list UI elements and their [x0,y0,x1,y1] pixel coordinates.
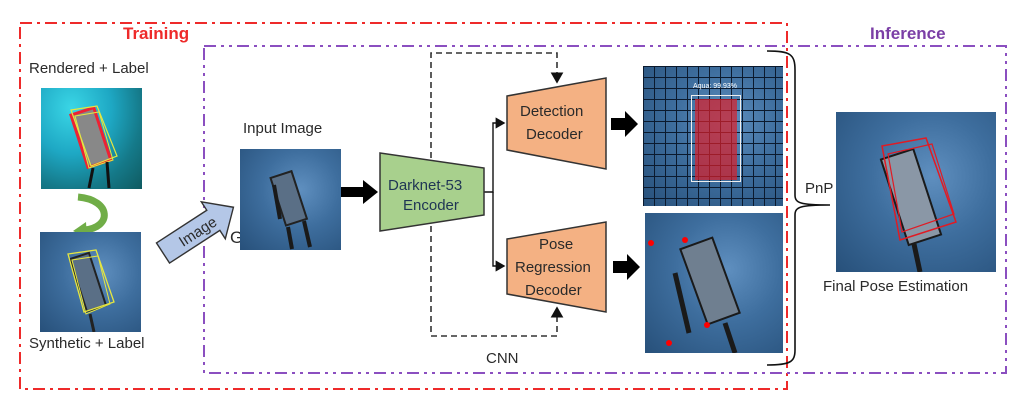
training-title: Training [123,24,190,43]
darknet-encoder-block [379,152,485,232]
final-pose-box-overlay [879,137,957,272]
rendered-robot-overlay [69,105,118,189]
synthetic-image [40,232,141,332]
cnn-label: CNN [486,350,519,367]
detection-decoder-line1: Detection [520,103,584,120]
synthetic-label: Synthetic + Label [29,335,145,352]
pose-decoder-line1: Pose [539,236,574,253]
input-image-label: Input Image [243,120,323,137]
pnp-brace [766,50,831,366]
detection-box-label: Aqua: 99.93% [693,83,737,90]
detection-bounding-box [691,95,741,182]
pose-keypoints-overlay [648,236,741,353]
input-to-encoder-arrow [340,180,378,204]
rendered-label: Rendered + Label [29,60,149,77]
generator-arrow [77,193,108,234]
pose-decoder-block [506,221,607,313]
detection-decoder-block [506,77,607,170]
pose-decoder-line3: Decoder [525,282,582,299]
detection-output-image: Aqua: 99.93% [643,66,783,206]
skip-connection-bottom [430,226,564,337]
generator-label: G [230,228,244,247]
input-robot-overlay [269,169,312,250]
pose-output-image [645,213,783,353]
skip-connection-top [430,52,564,158]
detection-to-output-arrow [611,111,638,137]
input-image [240,149,341,250]
final-pose-image [836,112,996,272]
encoder-line1: Darknet-53 [388,177,463,194]
detection-decoder-line2: Decoder [526,126,583,143]
rendered-image [41,88,142,189]
training-section-border [19,22,788,390]
pose-to-output-arrow [613,254,640,280]
detection-mask [695,99,737,180]
encoder-to-pose-connector [492,192,506,272]
pnp-label: PnP [805,180,834,197]
pose-decoder-line2: Regression [515,259,591,276]
inference-section-border [203,45,1007,374]
inference-title: Inference [870,24,946,43]
encoder-to-detection-connector [484,117,506,193]
encoder-line2: Encoder [403,197,459,214]
synthetic-robot-overlay [67,249,115,332]
final-pose-label: Final Pose Estimation [823,278,969,295]
